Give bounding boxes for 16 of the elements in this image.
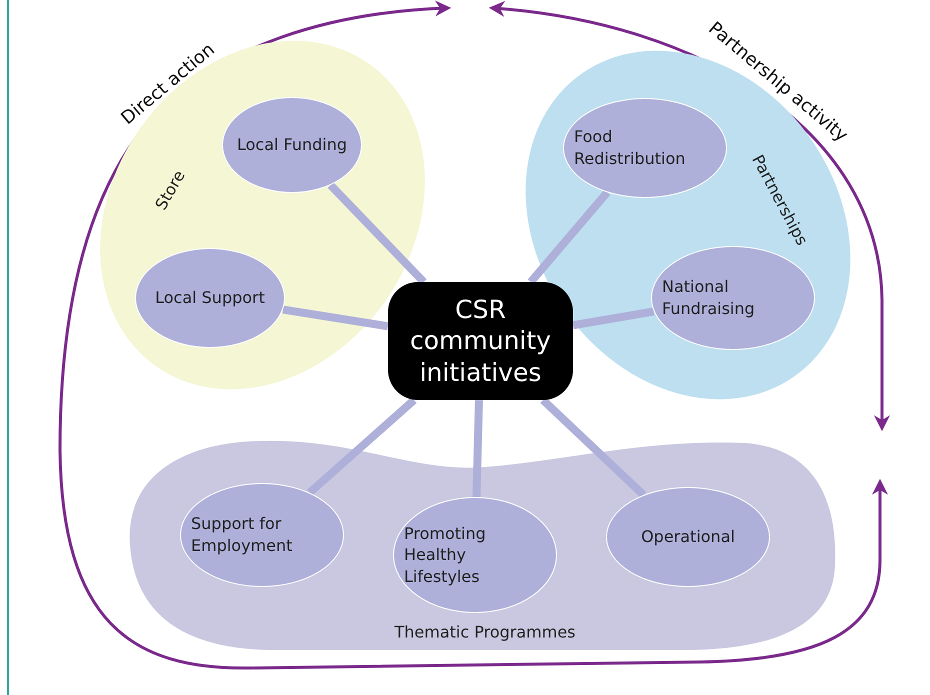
hub-label: CSR community initiatives xyxy=(409,294,552,388)
connector-line xyxy=(328,182,427,285)
initiative-label: National Fundraising xyxy=(662,276,756,320)
initiative-label: Operational xyxy=(641,526,735,548)
initiative-label: Promoting Healthy Lifestyles xyxy=(404,522,487,588)
initiative-label: Local Funding xyxy=(236,134,348,156)
initiative-label: Local Support xyxy=(155,287,265,309)
hub-box xyxy=(388,282,573,400)
connector-line xyxy=(282,306,389,330)
group-label: Thematic Programmes xyxy=(394,622,576,642)
initiative-label: Food Redistribution xyxy=(574,126,686,170)
connector-line xyxy=(528,190,610,285)
connector-line xyxy=(572,308,654,330)
connector-line xyxy=(540,397,646,498)
connector-line xyxy=(307,397,417,496)
initiative-label: Support for Employment xyxy=(191,513,294,557)
